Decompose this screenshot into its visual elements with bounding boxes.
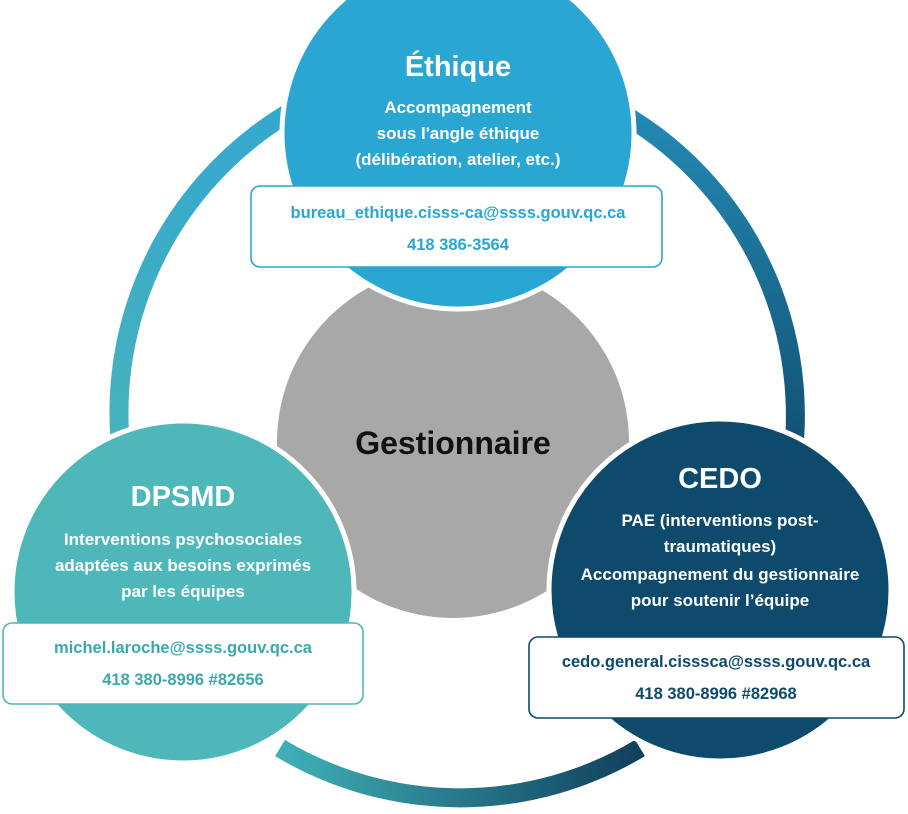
cedo-contact-box bbox=[528, 636, 905, 719]
node-dpsmd: DPSMD Interventions psychosociales adapt… bbox=[2, 418, 364, 766]
cedo-phone[interactable]: 418 380-8996 #82968 bbox=[635, 685, 797, 703]
ethique-description-line-2: sous l'angle éthique bbox=[377, 124, 540, 143]
ethique-contact-box bbox=[250, 185, 663, 268]
center-circle bbox=[277, 266, 629, 618]
ethique-description-line-1: Accompagnement bbox=[384, 98, 532, 117]
cedo-description-line-2: traumatiques) bbox=[664, 537, 776, 556]
ring-segment-bottom bbox=[275, 739, 645, 808]
dpsmd-phone[interactable]: 418 380-8996 #82656 bbox=[102, 671, 264, 689]
node-ethique: Éthique Accompagnement sous l'angle éthi… bbox=[250, 0, 663, 312]
ethique-title: Éthique bbox=[405, 49, 511, 83]
ethique-phone[interactable]: 418 386-3564 bbox=[407, 236, 510, 254]
cedo-description-line-3: Accompagnement du gestionnaire bbox=[581, 565, 860, 584]
dpsmd-description-line-1: Interventions psychosociales bbox=[64, 530, 302, 549]
ethique-email-link[interactable]: bureau_ethique.cisss-ca@ssss.gouv.qc.ca bbox=[291, 204, 627, 222]
cedo-title: CEDO bbox=[678, 463, 762, 495]
dpsmd-title: DPSMD bbox=[131, 481, 236, 513]
center-node: Gestionnaire bbox=[277, 266, 629, 618]
cedo-email-link[interactable]: cedo.general.cisssca@ssss.gouv.qc.ca bbox=[562, 653, 871, 671]
center-label: Gestionnaire bbox=[355, 425, 551, 461]
dpsmd-description-line-3: par les équipes bbox=[121, 582, 245, 601]
cedo-description-line-1: PAE (interventions post- bbox=[621, 511, 818, 530]
dpsmd-email-link[interactable]: michel.laroche@ssss.gouv.qc.ca bbox=[54, 639, 313, 657]
dpsmd-description-line-2: adaptées aux besoins exprimés bbox=[55, 556, 311, 575]
node-cedo: CEDO PAE (interventions post- traumatiqu… bbox=[528, 416, 905, 764]
cedo-description-line-4: pour soutenir l’équipe bbox=[631, 591, 810, 610]
ethique-description-line-3: (délibération, atelier, etc.) bbox=[355, 150, 560, 169]
dpsmd-contact-box bbox=[2, 622, 364, 705]
